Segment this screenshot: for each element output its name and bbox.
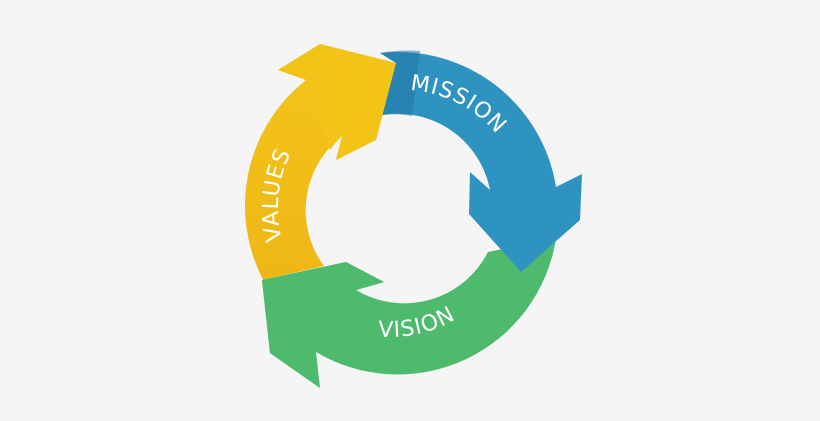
mission-shade: [380, 50, 420, 116]
vision-arrowhead: [262, 262, 384, 388]
mission-arrow: [380, 51, 582, 272]
values-arrowhead: [278, 44, 396, 160]
